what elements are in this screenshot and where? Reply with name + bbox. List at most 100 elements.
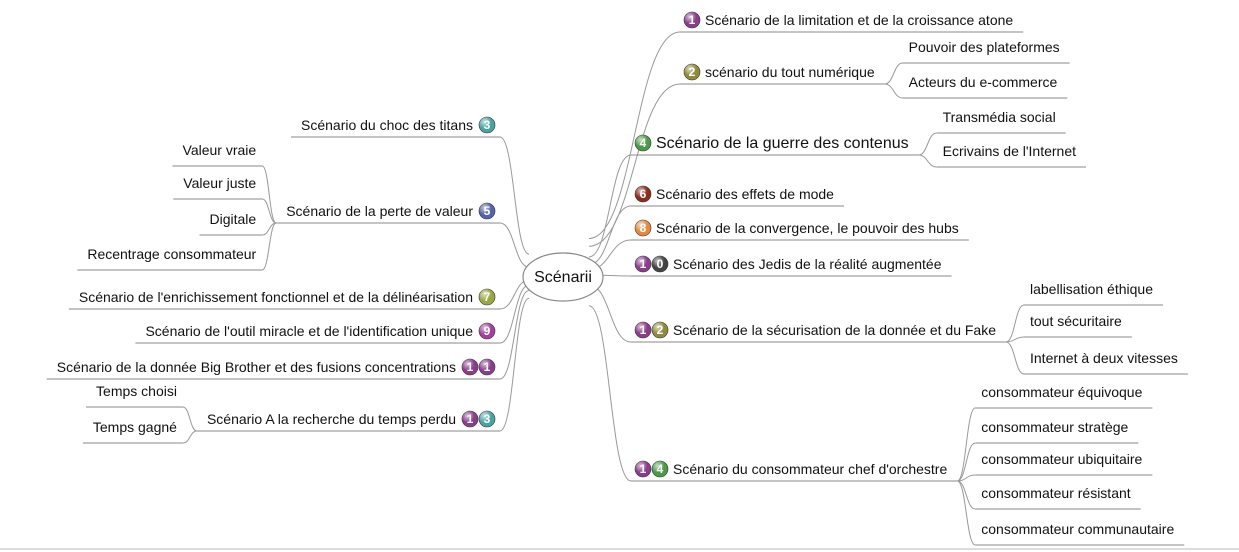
subtopic[interactable]: Acteurs du e-commerce xyxy=(902,74,1068,99)
number-badge-icon: 1 xyxy=(461,358,479,376)
branch-right-4[interactable]: 6 Scénario des effets de mode xyxy=(631,185,844,207)
subtopic[interactable]: Internet à deux vitesses xyxy=(1024,350,1188,375)
subtopic-label: labellisation éthique xyxy=(1030,281,1153,297)
subtopic-label: Transmédia social xyxy=(943,109,1056,125)
sub-connector xyxy=(918,132,937,156)
branch-left-label: Scénario de la donnée Big Brother et des… xyxy=(57,359,456,375)
sub-connector xyxy=(182,430,198,444)
subtopic[interactable]: consommateur communautaire xyxy=(975,521,1185,546)
number-badge-icon-number: 4 xyxy=(657,462,664,476)
subtopic-label: consommateur communautaire xyxy=(981,521,1174,537)
sub-connector xyxy=(262,198,277,224)
number-badge-icon-number: 6 xyxy=(640,187,647,201)
number-badge-icon: 4 xyxy=(634,134,652,152)
subtopic[interactable]: tout sécuritaire xyxy=(1024,313,1132,338)
sub-connector xyxy=(956,480,976,546)
sub-connector xyxy=(261,222,277,271)
branch-right-label: scénario du tout numérique xyxy=(705,64,875,80)
branch-left-label: Scénario de la perte de valeur xyxy=(286,203,473,219)
subtopic[interactable]: Temps gagné xyxy=(82,419,183,444)
branch-right-label: Scénario de la sécurisation de la donnée… xyxy=(673,322,996,338)
connector xyxy=(588,83,681,247)
central-topic[interactable]: Scénarii xyxy=(522,252,604,302)
number-badge-icon: 7 xyxy=(478,288,496,306)
subtopic-label: consommateur stratège xyxy=(981,419,1128,435)
number-badge-icon-number: 4 xyxy=(640,136,647,150)
number-badge-icon: 4 xyxy=(651,460,669,478)
subtopic-label: Acteurs du e-commerce xyxy=(909,74,1058,90)
number-badge-icon: 1 xyxy=(634,255,652,273)
number-badge-icon: 1 xyxy=(634,460,652,478)
branch-left-1[interactable]: 3 Scénario du choc des titans xyxy=(291,116,500,138)
number-badge-icon-number: 7 xyxy=(484,290,491,304)
branch-left-label: Scénario du choc des titans xyxy=(301,117,473,133)
subtopic[interactable]: Recentrage consommateur xyxy=(77,246,263,271)
subtopic[interactable]: Digitale xyxy=(199,211,263,236)
subtopic[interactable]: Valeur vraie xyxy=(172,142,263,167)
sub-connector xyxy=(956,407,976,482)
subtopic-label: Temps gagné xyxy=(93,419,177,435)
subtopic-label: Valeur vraie xyxy=(183,142,257,158)
sub-connector xyxy=(1005,336,1025,343)
sub-connector xyxy=(182,406,198,432)
number-badge-icon-number: 3 xyxy=(484,412,491,426)
subtopic[interactable]: Ecrivains de l'Internet xyxy=(936,143,1087,168)
subtopic-label: Valeur juste xyxy=(183,175,256,191)
connector xyxy=(588,205,632,266)
sub-connector xyxy=(261,165,277,224)
subtopic[interactable]: Valeur juste xyxy=(173,175,263,200)
subtopic[interactable]: consommateur ubiquitaire xyxy=(975,451,1153,476)
number-badge-icon-number: 1 xyxy=(467,412,474,426)
number-badge-icon: 5 xyxy=(478,202,496,220)
number-badge-icon-number: 3 xyxy=(484,118,491,132)
subtopic[interactable]: Transmédia social xyxy=(936,109,1066,134)
subtopic[interactable]: Temps choisi xyxy=(86,383,183,408)
number-badge-icon-number: 9 xyxy=(484,324,491,338)
number-badge-icon-number: 0 xyxy=(657,257,664,271)
number-badge-icon-number: 8 xyxy=(640,221,647,235)
connector xyxy=(588,284,632,343)
number-badge-icon: 0 xyxy=(651,255,669,273)
subtopic-label: tout sécuritaire xyxy=(1030,313,1122,329)
subtopic[interactable]: consommateur équivoque xyxy=(975,384,1153,409)
number-badge-icon: 9 xyxy=(478,322,496,340)
number-badge-icon: 3 xyxy=(478,410,496,428)
number-badge-icon: 3 xyxy=(478,116,496,134)
connector xyxy=(499,284,530,344)
connector xyxy=(588,154,632,258)
subtopic-label: Temps choisi xyxy=(96,383,177,399)
connector xyxy=(499,297,530,432)
connector xyxy=(499,222,530,268)
number-badge-icon-number: 5 xyxy=(484,204,491,218)
branch-right-label: Scénario des effets de mode xyxy=(656,186,834,202)
subtopic[interactable]: consommateur stratège xyxy=(975,419,1139,444)
subtopic-label: Internet à deux vitesses xyxy=(1030,350,1178,366)
subtopic-label: consommateur ubiquitaire xyxy=(981,451,1142,467)
number-badge-icon: 2 xyxy=(651,321,669,339)
subtopic[interactable]: consommateur résistant xyxy=(975,485,1141,510)
number-badge-icon: 6 xyxy=(634,185,652,203)
number-badge-icon-number: 1 xyxy=(484,360,491,374)
subtopic[interactable]: Pouvoir des plateformes xyxy=(902,39,1070,64)
subtopic[interactable]: labellisation éthique xyxy=(1024,281,1163,306)
branch-left-4[interactable]: 9 Scénario de l'outil miracle et de l'ide… xyxy=(135,322,500,344)
branch-right-label: Scénario des Jedis de la réalité augment… xyxy=(673,256,942,272)
branch-left-2[interactable]: 5 Scénario de la perte de valeur xyxy=(276,202,500,224)
branch-left-label: Scénario de l'outil miracle et de l'iden… xyxy=(145,323,473,339)
branch-left-label: Scénario A la recherche du temps perdu xyxy=(207,411,456,427)
number-badge-icon: 1 xyxy=(683,11,701,29)
branch-right-label: Scénario du consommateur chef d'orchestr… xyxy=(673,461,947,477)
branch-right-label: Scénario de la limitation et de la crois… xyxy=(705,12,1013,28)
